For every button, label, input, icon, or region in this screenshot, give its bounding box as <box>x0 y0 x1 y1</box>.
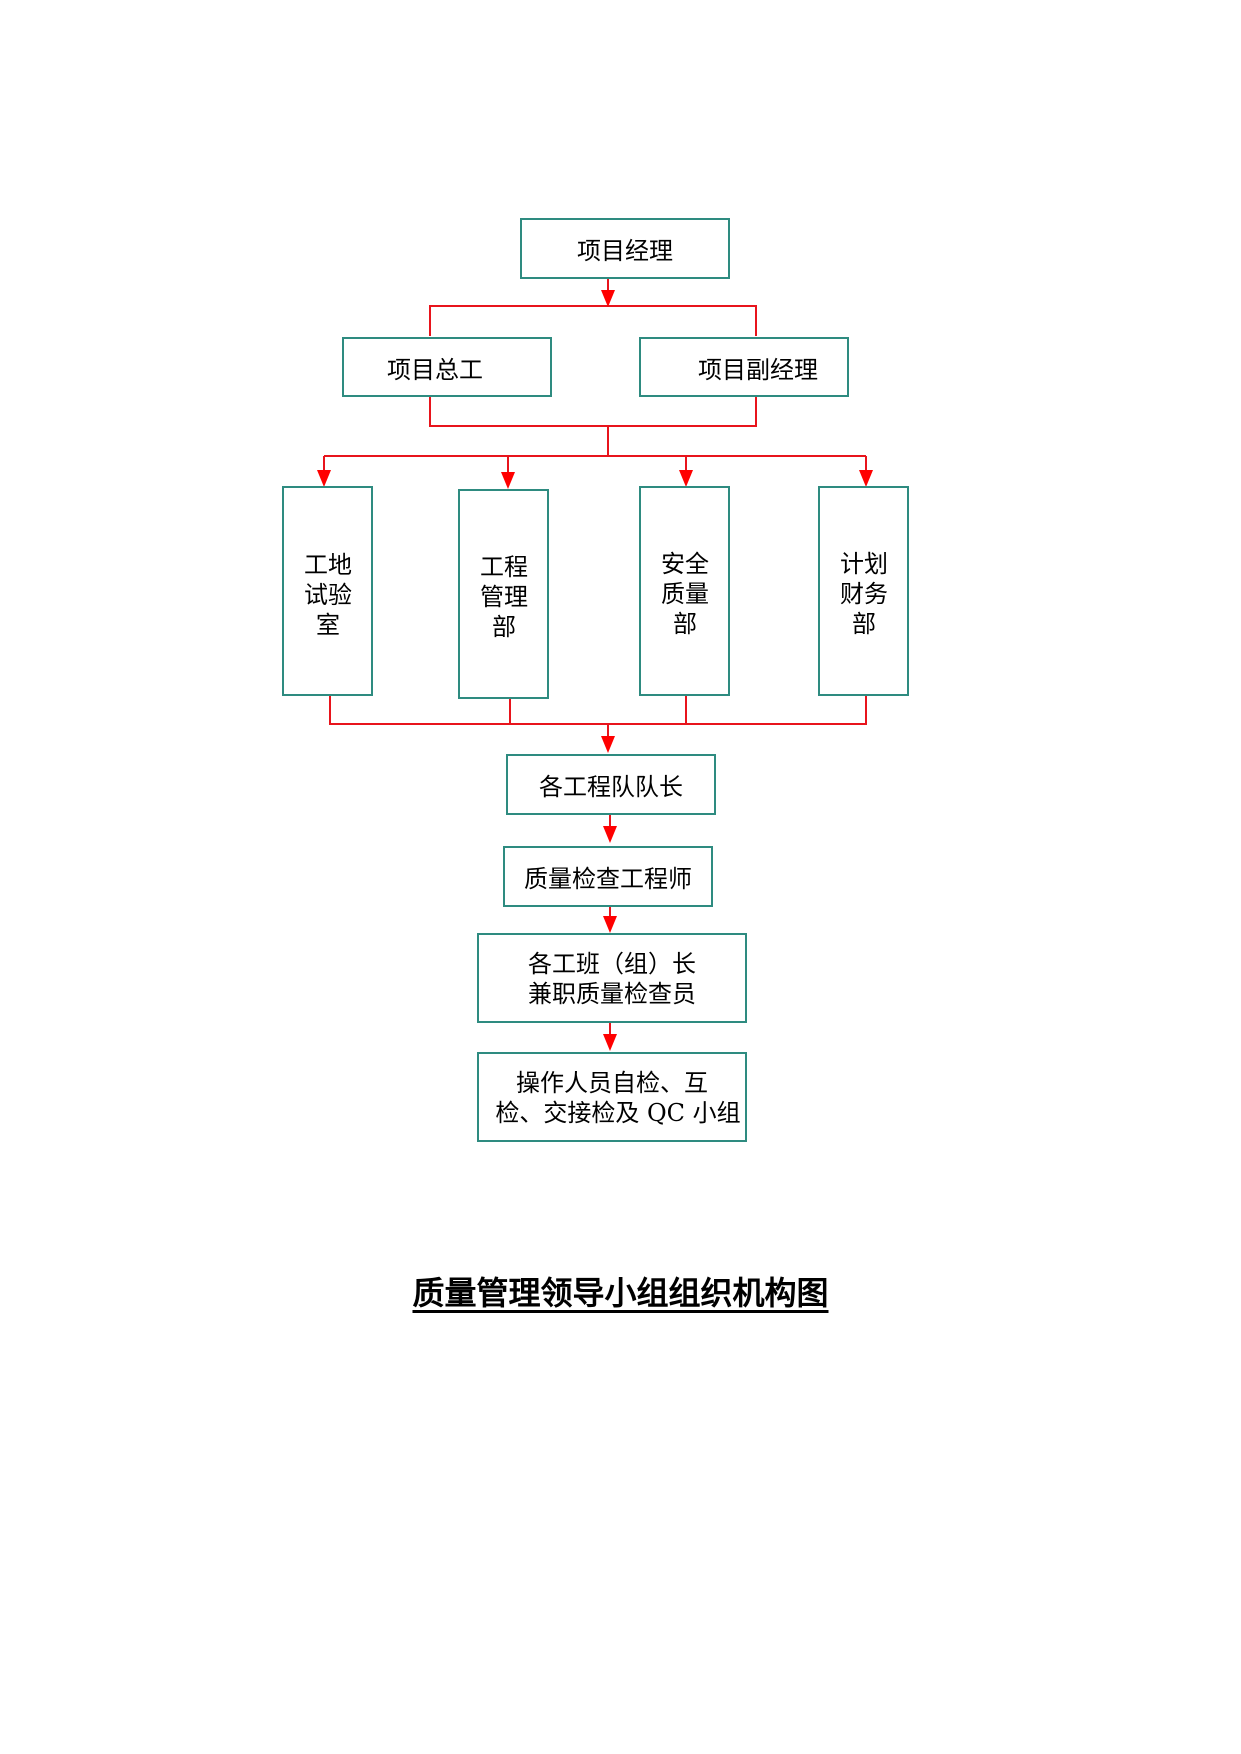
node-engineering-dept: 工程 管理 部 <box>458 489 549 699</box>
node-qc-engineer-label: 质量检查工程师 <box>524 865 692 893</box>
connector-top-bracket <box>429 305 757 336</box>
node-engineering-dept-label-line2: 管理 <box>480 583 528 611</box>
connector-dept-bottom-bus <box>329 696 867 725</box>
arrowhead-down <box>679 470 693 487</box>
node-deputy-pm-box <box>639 337 849 397</box>
node-pm: 项目经理 <box>520 218 730 279</box>
arrowhead-down <box>603 1034 617 1051</box>
node-chief-engineer: 项目总工 <box>342 337 552 397</box>
connector-mid-bracket <box>429 396 757 427</box>
node-operators-label-line2: 检、交接检及 QC 小组 <box>495 1099 740 1127</box>
node-safety-quality-dept-label-line1: 安全 <box>661 550 709 578</box>
node-engineering-dept-box <box>458 489 549 699</box>
node-finance-dept: 计划 财务 部 <box>818 486 909 696</box>
node-lab-label-line2: 试验 <box>304 581 352 609</box>
arrowhead-down <box>603 916 617 933</box>
arrowhead-down <box>601 736 615 753</box>
arrowhead-down <box>601 290 615 307</box>
node-engineering-dept-label-line3: 部 <box>492 613 516 641</box>
node-pm-label: 项目经理 <box>577 237 673 265</box>
node-safety-quality-dept-label-line2: 质量 <box>661 580 709 608</box>
node-deputy-pm: 项目副经理 <box>639 337 849 397</box>
arrowhead-down <box>317 470 331 487</box>
node-group-leaders-label-line1: 各工班（组）长 <box>528 950 696 978</box>
node-lab-box <box>282 486 373 696</box>
arrowhead-down <box>603 826 617 843</box>
node-finance-dept-label-line3: 部 <box>852 610 876 638</box>
diagram-caption: 质量管理领导小组组织机构图 <box>412 1274 829 1312</box>
node-team-leaders: 各工程队队长 <box>506 754 716 815</box>
node-operators-box <box>477 1052 747 1142</box>
node-group-leaders-label-line2: 兼职质量检查员 <box>528 980 696 1008</box>
node-deputy-pm-label: 项目副经理 <box>698 356 818 384</box>
arrowheads <box>317 290 873 1051</box>
node-operators-label-line1: 操作人员自检、互 <box>516 1069 708 1097</box>
node-safety-quality-dept: 安全 质量 部 <box>639 486 730 696</box>
node-finance-dept-label-line2: 财务 <box>840 580 888 608</box>
node-safety-quality-dept-box <box>639 486 730 696</box>
arrowhead-down <box>501 472 515 489</box>
node-qc-engineer-box <box>503 846 713 907</box>
node-pm-box <box>520 218 730 279</box>
node-safety-quality-dept-label-line3: 部 <box>673 610 697 638</box>
node-team-leaders-label: 各工程队队长 <box>539 773 683 801</box>
node-engineering-dept-label-line1: 工程 <box>480 553 528 581</box>
node-qc-engineer: 质量检查工程师 <box>503 846 713 907</box>
node-group-leaders-box <box>477 933 747 1023</box>
node-finance-dept-label-line1: 计划 <box>840 550 888 578</box>
node-operators: 操作人员自检、互 检、交接检及 QC 小组 <box>477 1052 747 1142</box>
node-lab-label-line3: 室 <box>316 611 340 639</box>
node-lab: 工地 试验 室 <box>282 486 373 696</box>
arrowhead-down <box>859 470 873 487</box>
node-group-leaders: 各工班（组）长 兼职质量检查员 <box>477 933 747 1023</box>
node-chief-engineer-box <box>342 337 552 397</box>
node-lab-label-line1: 工地 <box>304 551 352 579</box>
node-team-leaders-box <box>506 754 716 815</box>
node-chief-engineer-label: 项目总工 <box>387 356 483 384</box>
node-finance-dept-box <box>818 486 909 696</box>
